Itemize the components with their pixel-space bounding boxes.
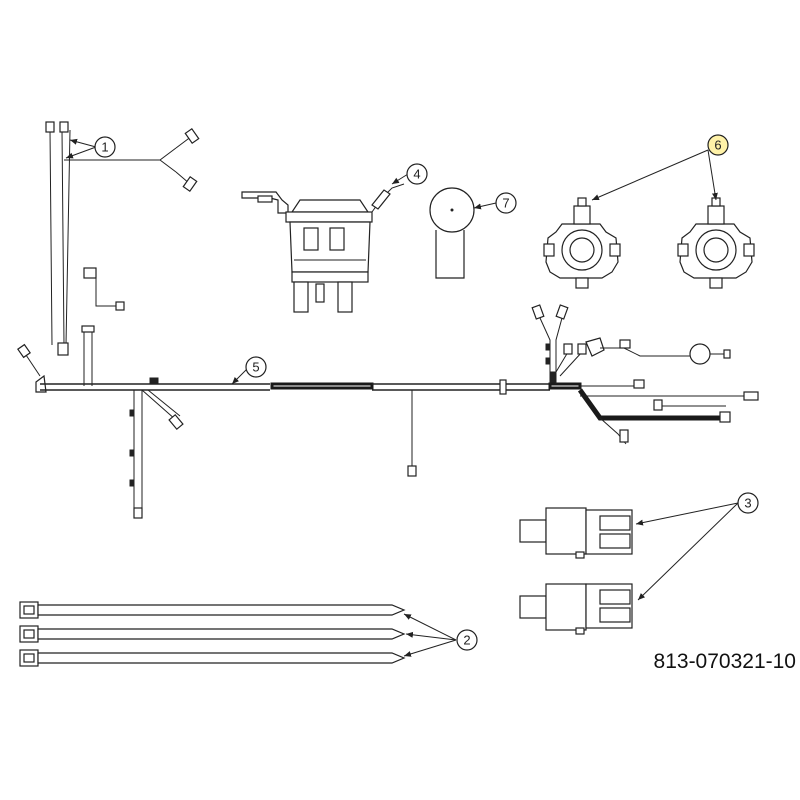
callout-2-label: 2 — [463, 633, 470, 648]
callout-4: 4 — [406, 163, 428, 185]
part-6-light-sockets — [543, 149, 755, 289]
callout-3-label: 3 — [744, 496, 751, 511]
part-7-boot-cap — [429, 187, 497, 279]
callout-5-label: 5 — [252, 360, 259, 375]
callout-1-label: 1 — [101, 140, 108, 155]
callout-1: 1 — [94, 136, 116, 158]
drawing-part-number: 813-070321-10 — [653, 650, 796, 673]
callout-6-label: 6 — [714, 138, 721, 153]
callout-2: 2 — [456, 629, 478, 651]
callout-7-label: 7 — [502, 196, 509, 211]
callout-6: 6 — [707, 134, 729, 156]
callout-4-label: 4 — [413, 167, 420, 182]
callout-5: 5 — [245, 356, 267, 378]
callout-3: 3 — [737, 492, 759, 514]
part-1-pigtail-harness — [45, 121, 200, 356]
part-4-solenoid — [241, 173, 409, 313]
part-2-cable-ties — [19, 601, 457, 667]
part-5-main-harness — [17, 267, 759, 519]
part-3-connectors — [519, 502, 739, 635]
callout-7: 7 — [495, 192, 517, 214]
